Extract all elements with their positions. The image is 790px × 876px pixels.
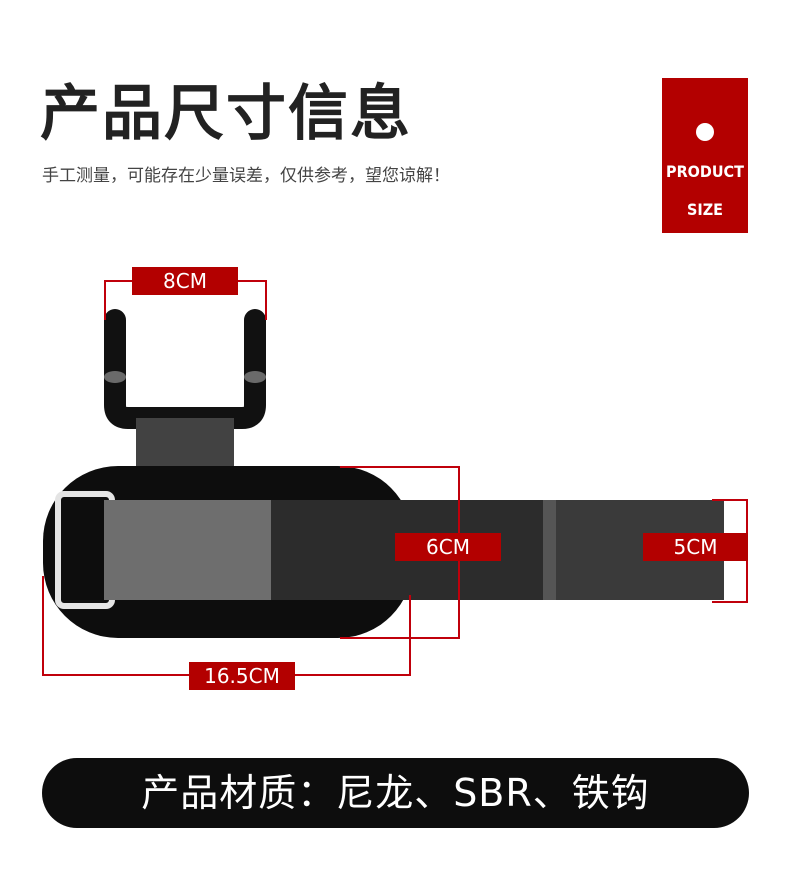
- badge-line-size: SIZE: [687, 200, 723, 219]
- dim-label-hook-width: 8CM: [132, 267, 238, 295]
- dim-label-pad-length: 16.5CM: [189, 662, 295, 690]
- badge-dot-icon: [696, 123, 714, 141]
- product-size-badge: PRODUCT SIZE: [662, 78, 748, 233]
- strap-light-section: [104, 500, 271, 600]
- dim-line-strap-top: [712, 499, 748, 501]
- dim-line-pad-top: [340, 466, 460, 468]
- dim-line-hook-right: [265, 280, 267, 320]
- page-title: 产品尺寸信息: [40, 79, 412, 149]
- dim-label-strap-width: 5CM: [643, 533, 748, 561]
- dim-line-length-left: [42, 576, 44, 676]
- dim-label-pad-height: 6CM: [395, 533, 501, 561]
- material-text: 产品材质：尼龙、SBR、铁钩: [141, 771, 650, 815]
- dim-line-strap-bottom: [712, 601, 748, 603]
- material-banner: 产品材质：尼龙、SBR、铁钩: [42, 758, 749, 828]
- badge-line-product: PRODUCT: [666, 162, 744, 181]
- dim-line-pad-bottom: [340, 637, 460, 639]
- dim-line-length-right: [409, 595, 411, 676]
- measurement-note: 手工测量，可能存在少量误差，仅供参考，望您谅解！: [42, 166, 450, 186]
- dim-line-hook-left: [104, 280, 106, 320]
- strap-seam: [543, 500, 556, 600]
- metal-hook: [104, 309, 266, 429]
